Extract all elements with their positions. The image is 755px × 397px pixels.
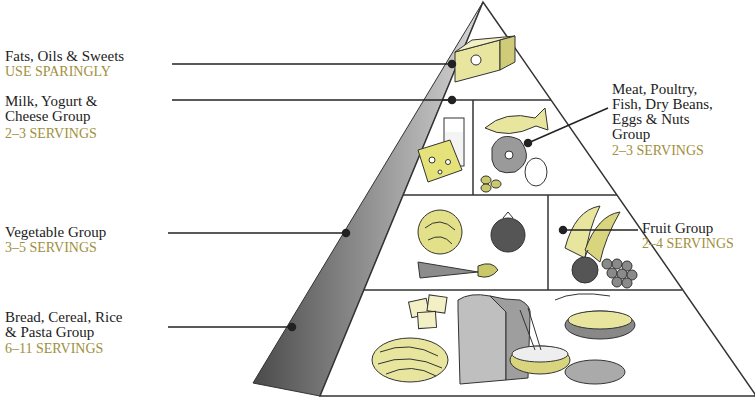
group-name: Bread, Cereal, Rice & Pasta Group [5, 310, 137, 340]
group-name: Meat, Poultry, Fish, Dry Beans, Eggs & N… [612, 82, 724, 142]
group-name: Milk, Yogurt & Cheese Group [5, 94, 123, 124]
grain-icons [372, 294, 635, 384]
cake-icon [455, 36, 515, 82]
protein-icons [481, 108, 548, 192]
dairy-icons [418, 118, 464, 182]
serving-count: 2–3 SERVINGS [612, 143, 752, 158]
fruit-icons [565, 206, 637, 288]
serving-count: 2–3 SERVINGS [5, 126, 175, 141]
pyramid-front [320, 2, 755, 396]
group-name: Fats, Oils & Sweets [5, 49, 175, 64]
serving-note: USE SPARINGLY [5, 64, 175, 79]
serving-count: 6–11 SERVINGS [5, 341, 165, 356]
serving-count: 3–5 SERVINGS [5, 240, 165, 255]
serving-count: 2–4 SERVINGS [642, 236, 754, 251]
leader-lines [168, 61, 638, 331]
vegetable-icons [418, 210, 525, 278]
group-name: Fruit Group [642, 221, 752, 236]
group-name: Vegetable Group [5, 225, 165, 240]
